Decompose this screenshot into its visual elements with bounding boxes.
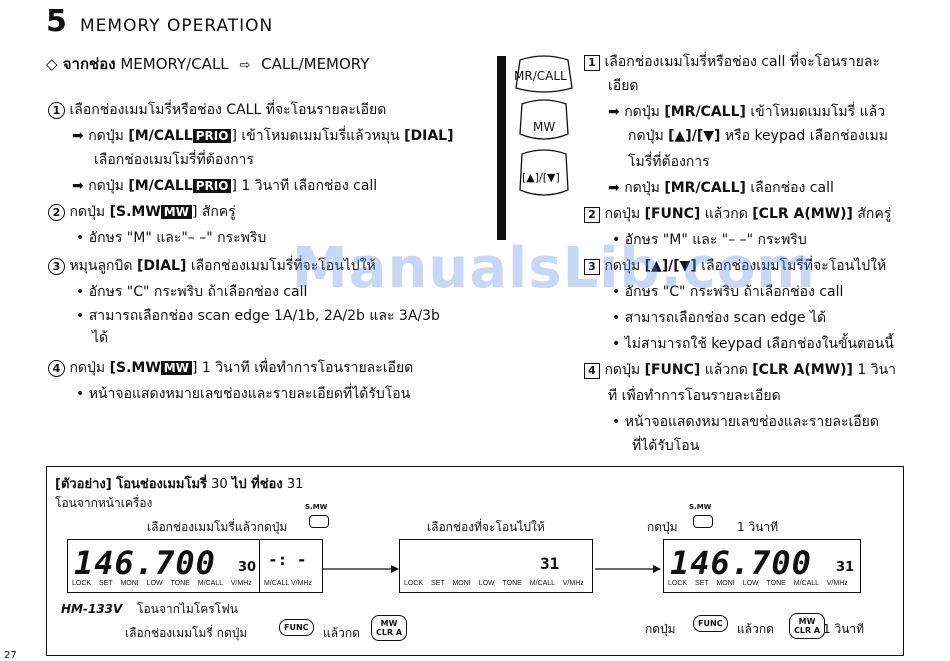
right-step-1: 1 เลือกช่องเมมโมรี่หรือช่อง call ที่จะโอ… [584, 52, 880, 72]
right-step-3: 3 กดปุ่ม [▲]/[▼] เลือกช่องเมมโมรี่ที่จะโ… [584, 256, 886, 276]
right-step-3c: • ไม่สามารถใช้ keypad เลือกช่องในขั้นตอน… [612, 336, 894, 352]
mic-keys-illustration [515, 55, 573, 196]
lcd-display-1-detail: -: - M/CALL V/MHz [259, 539, 323, 593]
right-step-2: 2 กดปุ่ม [FUNC] แล้วกด [CLR A(MW)] สักคร… [584, 204, 891, 224]
chapter-title: MEMORY OPERATION [80, 16, 274, 36]
mic-model: HM-133V [61, 602, 123, 616]
mic-caption-1: เลือกช่องเมมโมรี่ กดปุ่ม [125, 626, 248, 640]
mic-caption-2: กดปุ่ม [645, 622, 676, 636]
right-step-2a: • อักษร "M" และ "– –" กระพริบ [612, 232, 807, 248]
chapter-number: 5 [46, 4, 67, 39]
caption-3a: กดปุ่ม [647, 520, 678, 534]
one-second-label: 1 วินาที [823, 622, 865, 636]
right-step-1e: โมรี่ที่ต้องการ [628, 154, 710, 170]
lcd-channel-2: 31 [540, 554, 560, 573]
page-number: 27 [4, 650, 17, 661]
example-subtitle: โอนจากหน้าเครื่อง [55, 496, 153, 510]
arrow-icon: ➡ [72, 178, 84, 194]
left-step-1a-cont: เลือกช่องเมมโมรี่ที่ต้องการ [94, 152, 254, 168]
smw-key-icon-2 [693, 515, 713, 528]
arrow-icon: ➡ [72, 128, 84, 144]
caption-1: เลือกช่องเมมโมรี่แล้วกดปุ่ม [147, 520, 288, 534]
arrow-right-icon [595, 565, 661, 573]
arrow-right-icon [323, 565, 399, 573]
left-step-3b-cont: ได้ [92, 330, 109, 346]
func-key: FUNC [279, 619, 314, 636]
left-step-1: 1 เลือกช่องเมมโมรี่หรือช่อง CALL ที่จะโอ… [48, 100, 386, 120]
mic-key-updown: [▲]/[▼] [522, 171, 560, 184]
transfer-arrow-icon: ⇨ [239, 58, 251, 73]
caption-3b: 1 วินาที [737, 520, 779, 534]
smw-key-icon [309, 515, 329, 528]
lcd-channel-3: 31 [836, 560, 855, 575]
watermark: ManualsLib.com [292, 236, 816, 301]
then-label-2: แล้วกด [737, 622, 774, 636]
arrow-icon: ➡ [608, 180, 620, 196]
right-step-4b: ที เพื่อทำการโอนรายละเอียด [608, 388, 781, 404]
mic-key-mw: MW [533, 120, 556, 134]
right-step-1-cont: เอียด [608, 78, 639, 94]
lcd-display-1: 146.700 30 LOCK SET MONI LOW TONE M/CALL… [67, 539, 261, 593]
right-step-4c: • หน้าจอแสดงหมายเลขช่องและรายละเอียด [612, 414, 879, 430]
left-step-3a: • อักษร "C" กระพริบ ถ้าเลือกช่อง call [76, 284, 308, 300]
lcd-frequency: 146.700 [74, 544, 216, 582]
lcd-channel: 30 [238, 560, 257, 575]
left-step-4a: • หน้าจอแสดงหมายเลขช่องและรายละเอียดที่ไ… [76, 386, 411, 402]
right-step-1c: ➡ กดปุ่ม [MR/CALL] เข้าโหมดเมมโมรี่ แล้ว [608, 104, 886, 120]
caption-2: เลือกช่องที่จะโอนไปให้ [427, 520, 545, 534]
right-step-4: 4 กดปุ่ม [FUNC] แล้วกด [CLR A(MW)] 1 วิน… [584, 360, 896, 380]
section-title: ◇ จากช่อง MEMORY/CALL ⇨ CALL/MEMORY [46, 54, 369, 76]
mic-side-bar [497, 56, 506, 240]
arrow-icon: ➡ [608, 104, 620, 120]
lcd-frequency-3: 146.700 [670, 544, 812, 582]
right-step-1d: กดปุ่ม [▲]/[▼] หรือ keypad เลือกช่องเมม [628, 128, 888, 144]
lcd-display-2: 31 LOCK SET MONI LOW TONE M/CALL V/MHz [399, 539, 593, 593]
left-step-3b: • สามารถเลือกช่อง scan edge 1A/1b, 2A/2b… [76, 308, 440, 324]
func-key-2: FUNC [693, 615, 728, 632]
left-step-2a: • อักษร "M" และ"– –" กระพริบ [76, 230, 267, 246]
then-label: แล้วกด [323, 626, 360, 640]
right-step-3a: • อักษร "C" กระพริบ ถ้าเลือกช่อง call [612, 284, 844, 300]
right-step-4c-cont: ที่ได้รับโอน [632, 438, 700, 454]
example-box: [ตัวอย่าง] โอนช่องเมมโมรี่ 30 ไป ที่ช่อง… [46, 466, 904, 656]
smw-label-2: S.MW [689, 503, 712, 511]
mic-key-mr-call: MR/CALL [514, 69, 567, 83]
lcd-display-3: 146.700 31 LOCK SET MONI LOW TONE M/CALL… [663, 539, 861, 593]
smw-label: S.MW [305, 503, 328, 511]
example-title: [ตัวอย่าง] โอนช่องเมมโมรี่ 30 ไป ที่ช่อง… [55, 477, 304, 492]
mic-transfer-label: โอนจากไมโครโฟน [137, 602, 238, 616]
right-step-3b: • สามารถเลือกช่อง scan edge ได้ [612, 310, 827, 326]
left-step-3: 3 หมุนลูกบิด [DIAL] เลือกช่องเมมโมรี่ที่… [48, 256, 376, 276]
right-step-1f: ➡ กดปุ่ม [MR/CALL] เลือกช่อง call [608, 180, 834, 196]
